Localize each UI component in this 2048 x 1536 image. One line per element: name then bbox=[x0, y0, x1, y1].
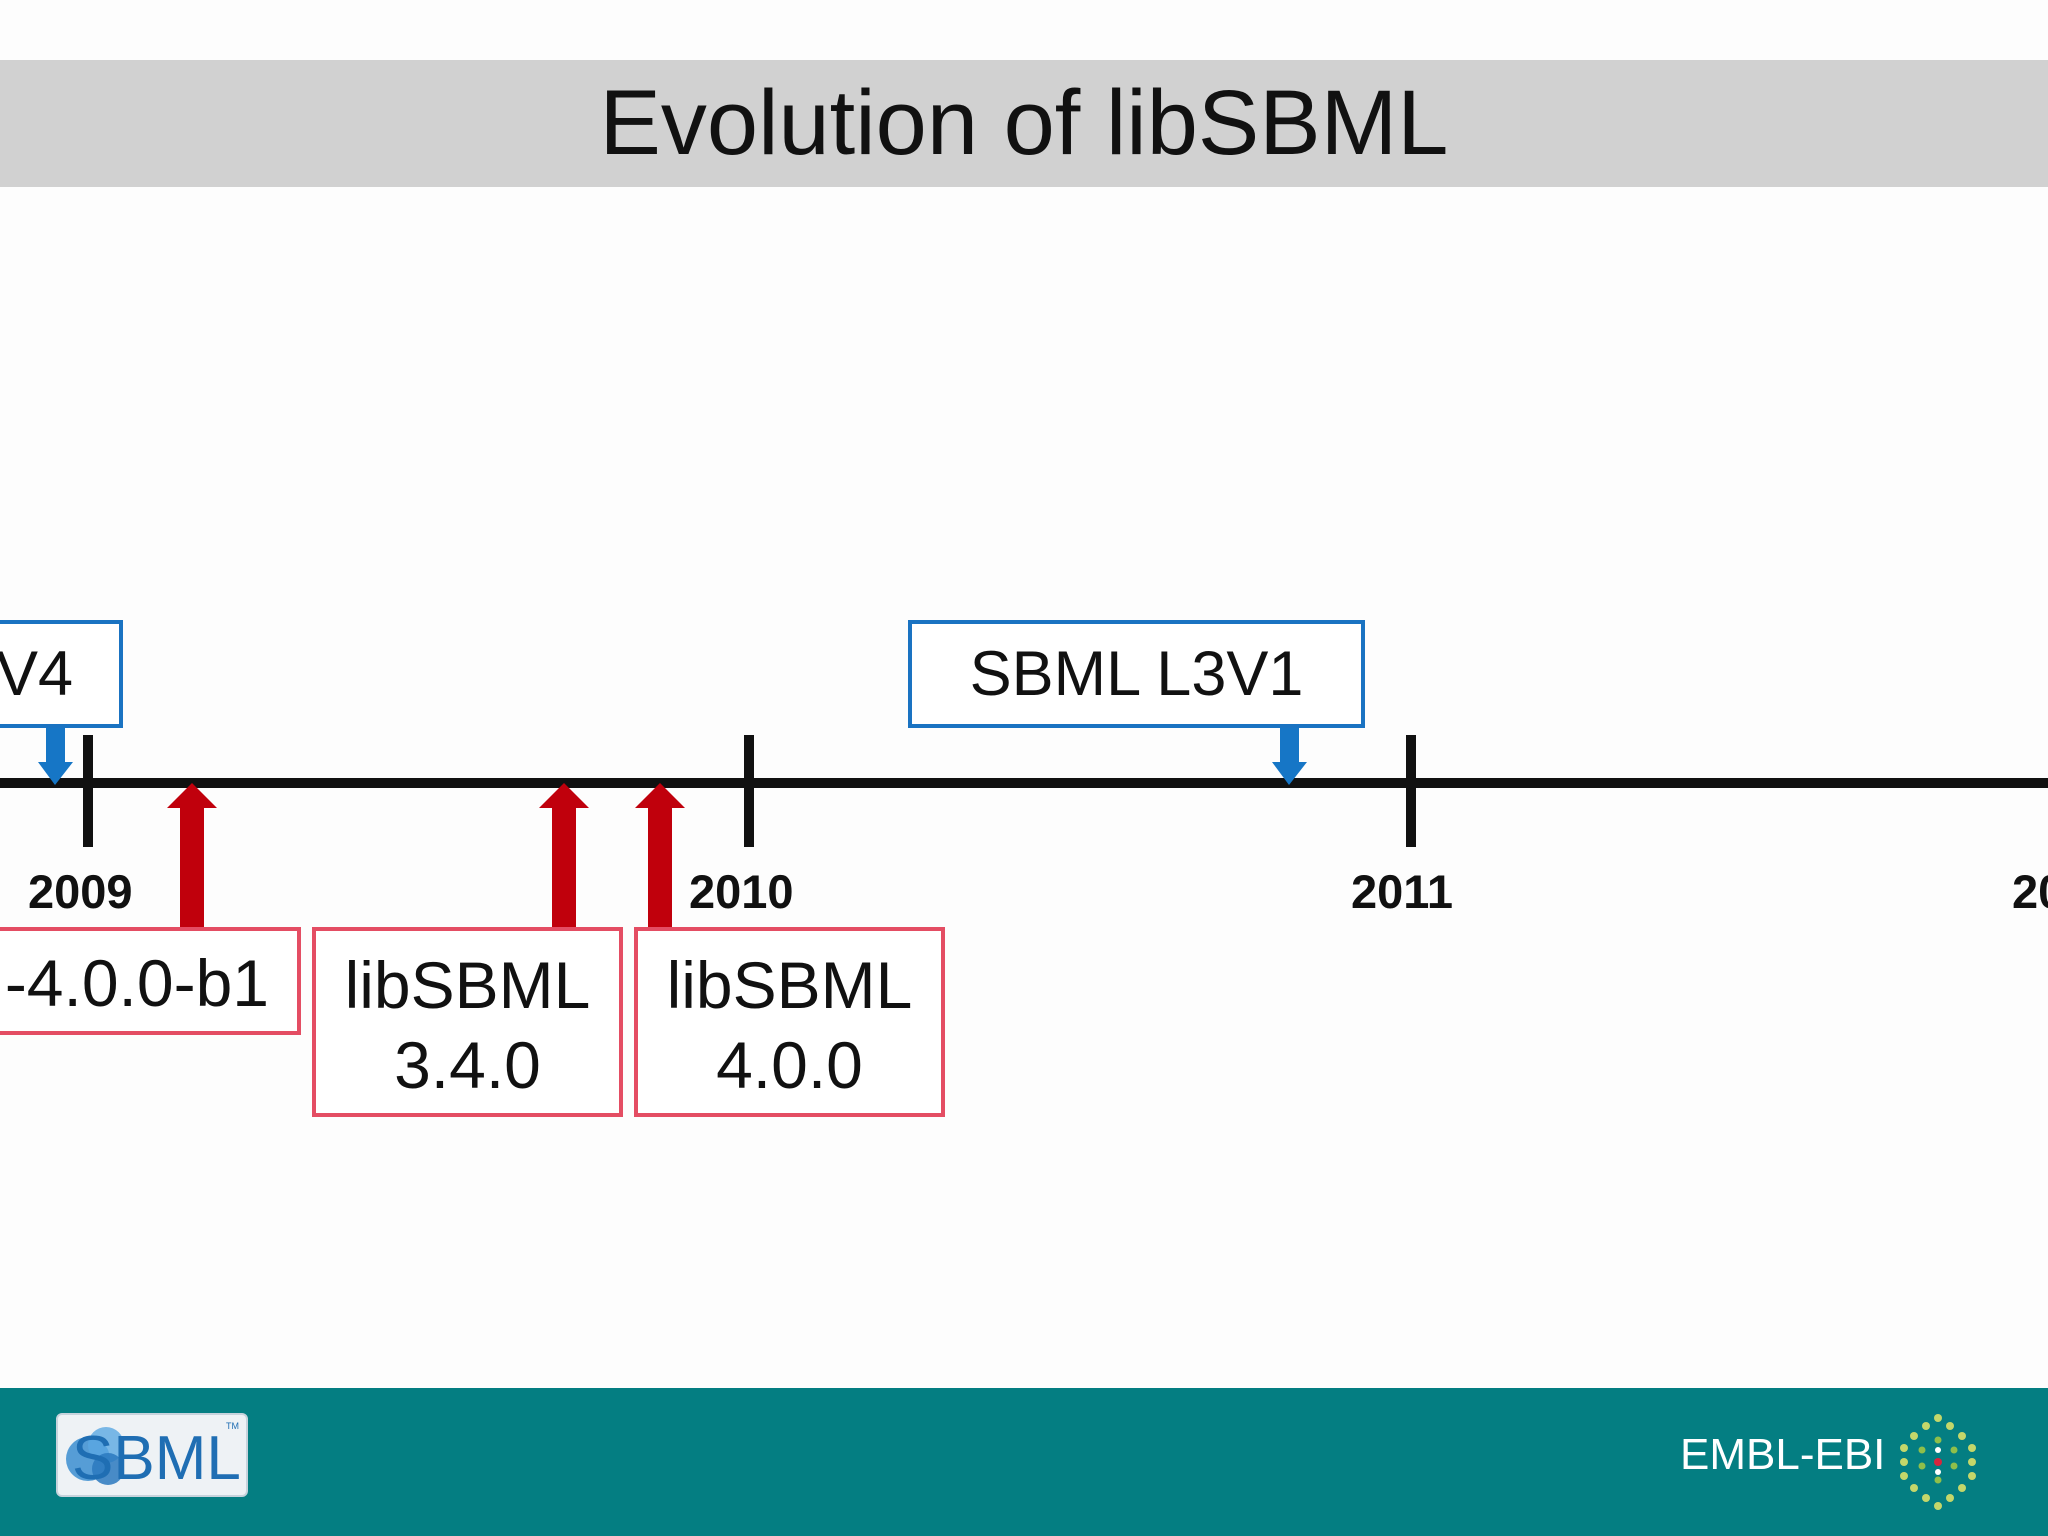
timeline-axis bbox=[0, 778, 2048, 788]
spec-box-l2v4: V4 bbox=[0, 620, 123, 728]
year-label-2011: 2011 bbox=[1351, 865, 1453, 918]
year-label-2012: 20 bbox=[2012, 865, 2048, 918]
year-tick-2009 bbox=[83, 735, 93, 847]
title-bar: Evolution of libSBML bbox=[0, 60, 2048, 187]
embl-ebi-wordmark: EMBL-EBI bbox=[1680, 1430, 1886, 1479]
lib-box-4-0-0-b1: -4.0.0-b1 bbox=[0, 927, 301, 1035]
lib-arrow-3-4-0 bbox=[539, 783, 589, 930]
sbml-logo: SBML TM bbox=[56, 1413, 248, 1497]
lib-label-4-0-0-version: 4.0.0 bbox=[716, 1028, 863, 1102]
spec-arrow-l2v4 bbox=[38, 717, 73, 785]
lib-box-4-0-0: libSBML 4.0.0 bbox=[634, 927, 945, 1117]
slide-title: Evolution of libSBML bbox=[599, 72, 1449, 174]
sbml-logo-tm: TM bbox=[226, 1421, 239, 1431]
spec-label-l2v4: V4 bbox=[0, 639, 73, 709]
sbml-logo-graphic: SBML TM bbox=[66, 1421, 241, 1493]
lib-label-4-0-0-name: libSBML bbox=[666, 948, 913, 1022]
lib-arrow-4-0-0 bbox=[635, 783, 685, 930]
footer-bar: SBML TM EMBL-EBI bbox=[0, 1388, 2048, 1536]
spec-box-l3v1: SBML L3V1 bbox=[908, 620, 1365, 728]
lib-label-3-4-0-name: libSBML bbox=[344, 948, 591, 1022]
year-label-2010: 2010 bbox=[689, 865, 794, 918]
year-tick-2010 bbox=[744, 735, 754, 847]
lib-arrow-4-0-0-b1 bbox=[167, 783, 217, 930]
year-label-2009: 2009 bbox=[28, 865, 133, 918]
lib-label-3-4-0-version: 3.4.0 bbox=[394, 1028, 541, 1102]
spec-arrow-l3v1 bbox=[1272, 717, 1307, 785]
year-tick-2011 bbox=[1406, 735, 1416, 847]
lib-label-4-0-0-b1: -4.0.0-b1 bbox=[4, 946, 269, 1020]
sbml-logo-text: SBML bbox=[72, 1424, 241, 1493]
lib-box-3-4-0: libSBML 3.4.0 bbox=[312, 927, 623, 1117]
embl-ebi-hex-logo bbox=[1900, 1414, 1976, 1510]
spec-label-l3v1: SBML L3V1 bbox=[969, 639, 1304, 709]
